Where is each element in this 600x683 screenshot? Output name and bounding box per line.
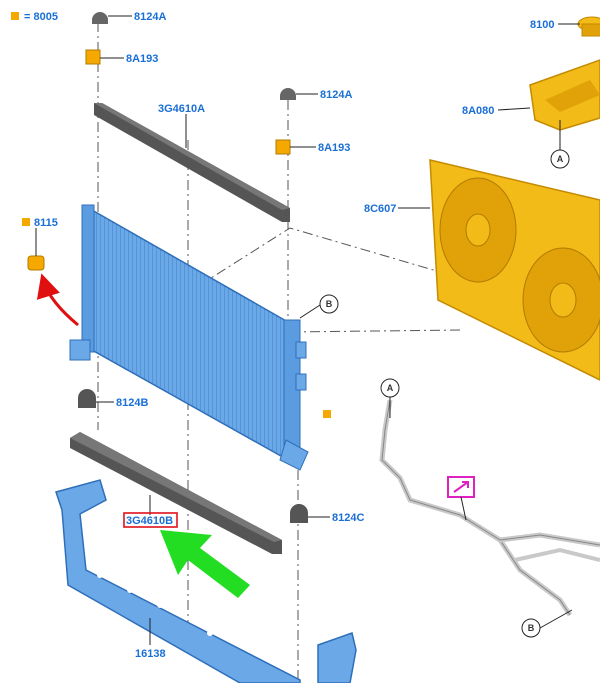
magenta-highlight-box (447, 476, 475, 521)
callout-b-radiator: B (319, 294, 339, 314)
label-8124A-top: 8124A (134, 11, 166, 23)
part-labels: 8124A 8A193 3G4610A 8124A 8A193 8115 812… (34, 11, 554, 660)
callout-b-hose: B (521, 618, 541, 638)
label-8124B: 8124B (116, 397, 148, 409)
fan-shroud-8C607 (429, 159, 600, 381)
callout-a-tank: A (550, 149, 570, 169)
label-8115: 8115 (34, 217, 58, 229)
label-8100: 8100 (530, 19, 554, 31)
callout-b-radiator-text: B (326, 299, 333, 309)
label-8A193-mid: 8A193 (318, 142, 350, 154)
label-16138: 16138 (135, 648, 166, 660)
label-3G4610B-highlight (123, 512, 178, 528)
label-3G4610A: 3G4610A (158, 103, 205, 115)
label-8124A-mid: 8124A (320, 89, 352, 101)
radiator (69, 204, 309, 471)
red-arrow-indicator (36, 273, 79, 327)
green-arrow-indicator (160, 530, 250, 598)
coolant-hose (379, 399, 600, 617)
label-8124C: 8124C (332, 512, 364, 524)
callout-a-tank-text: A (557, 154, 564, 164)
legend-text: = 8005 (24, 11, 58, 23)
legend: = 8005 (11, 11, 58, 23)
callout-a-hose: A (380, 378, 400, 398)
upper-seal-3G4610A (94, 103, 290, 222)
label-8A193-left: 8A193 (126, 53, 158, 65)
callout-a-hose-text: A (387, 383, 394, 393)
label-8A080: 8A080 (462, 105, 494, 117)
label-8C607: 8C607 (364, 203, 396, 215)
label-3G4610B: 3G4610B (126, 515, 173, 527)
coolant-tank-8A080 (529, 16, 600, 131)
legend-swatch (11, 12, 19, 20)
support-bracket-16138 (55, 479, 357, 683)
lower-seal-3G4610B (70, 432, 282, 554)
leader-lines (35, 15, 580, 645)
callout-b-hose-text: B (528, 623, 535, 633)
